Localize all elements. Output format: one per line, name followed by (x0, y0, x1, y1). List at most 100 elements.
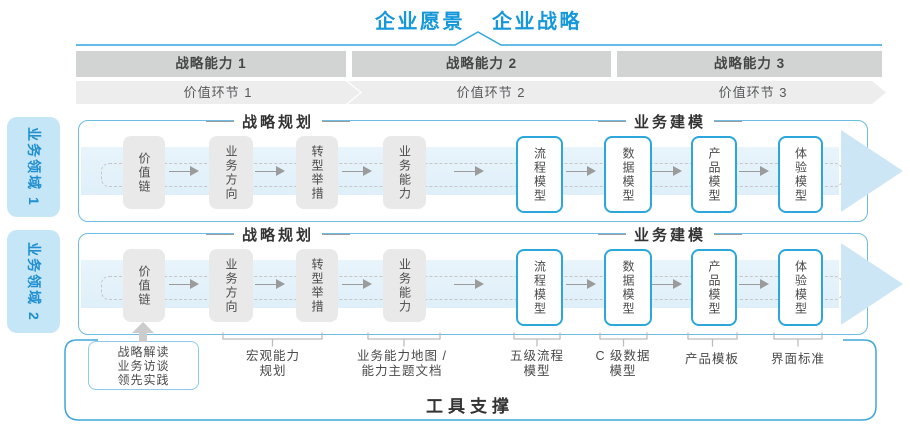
right-arrow-icon (739, 166, 769, 176)
header-line-icon (322, 120, 351, 122)
header-line-icon (206, 120, 234, 122)
section-header-text: 战略规划 (234, 110, 323, 132)
annotation-line: 产品模板 (684, 352, 739, 366)
section-header-text: 业务建模 (626, 223, 715, 245)
right-arrow-icon (255, 166, 285, 176)
right-arrow-icon (566, 279, 596, 289)
annotation-ui-standard: 界面标准 (733, 352, 863, 367)
capability-bar-1: 战略能力 1 (76, 51, 346, 77)
flow-box-product-model: 产品模型 (691, 249, 737, 326)
annotation-l5-process-model: 五级流程 模型 (472, 349, 602, 379)
annotation-macro-capability-planning: 宏观能力 规划 (208, 349, 338, 379)
flow-box-business-direction: 业务方向 (209, 249, 253, 322)
flow-box-transformation-initiatives: 转型举措 (296, 136, 338, 209)
annotation-line: 界面标准 (770, 352, 825, 366)
section-header-text: 业务建模 (626, 110, 715, 132)
annotation-line: 五级流程 (509, 349, 564, 363)
right-arrow-icon (454, 166, 484, 176)
header-line-icon (714, 120, 743, 122)
value-chevron-3: 价值环节 3 (620, 81, 886, 104)
section-header-text: 战略规划 (234, 223, 323, 245)
domain-label-2-text: 业务领域 2 (25, 241, 42, 322)
flow-box-data-model: 数据模型 (604, 136, 652, 213)
section-header-strategic-planning: 战略规划 (206, 223, 351, 245)
right-arrow-icon (255, 279, 285, 289)
right-arrow-icon (652, 166, 682, 176)
annotation-line: 宏观能力 (245, 349, 300, 363)
annotation-c-level-data-model: C 级数据 模型 (558, 349, 688, 379)
strategy-title: 企业战略 (492, 11, 582, 33)
flow-box-label: 体验模型 (793, 259, 808, 316)
flow-row-domain-1: 战略规划 业务建模 价值链 业务方向 转型举措 业务能力 流程模型 数据模型 产… (78, 110, 903, 222)
flow-box-label: 转型举措 (310, 144, 324, 201)
flow-box-value-chain: 价值链 (123, 249, 165, 322)
flow-box-transformation-initiatives: 转型举措 (296, 249, 338, 322)
right-arrow-icon (739, 279, 769, 289)
right-arrow-icon (454, 279, 484, 289)
section-header-business-modeling: 业务建模 (598, 223, 743, 245)
domain-label-1: 业务领域 1 (7, 117, 60, 217)
value-chevron-1: 价值环节 1 (76, 81, 360, 104)
annotation-capability-map: 业务能力地图 / 能力主题文档 (337, 349, 467, 379)
up-arrow-icon (132, 322, 154, 342)
flow-box-label: 数据模型 (621, 146, 635, 203)
header-line-icon (598, 233, 626, 235)
right-arrow-icon (342, 279, 372, 289)
flow-box-label: 价值链 (137, 264, 151, 307)
domain-label-1-text: 业务领域 1 (25, 127, 42, 207)
annotation-line: C 级数据 (595, 349, 651, 363)
flow-box-business-capability: 业务能力 (383, 136, 426, 209)
right-arrow-icon (169, 279, 199, 289)
page-title: 企业愿景 企业战略 (375, 5, 582, 34)
annotation-line: 业务访谈 (117, 358, 170, 373)
tool-support-container (64, 339, 877, 421)
vision-title: 企业愿景 (375, 11, 465, 33)
capability-bar-3: 战略能力 3 (617, 51, 882, 77)
annotation-line: 能力主题文档 (361, 364, 443, 378)
right-arrow-icon (652, 279, 682, 289)
header-line-icon (714, 233, 743, 235)
flow-box-label: 产品模型 (707, 259, 721, 316)
tool-support-label: 工具支撑 (426, 397, 514, 416)
header-line-icon (206, 233, 234, 235)
flow-box-process-model: 流程模型 (516, 136, 563, 213)
bracket-lines-icon (222, 332, 823, 347)
flow-box-data-model: 数据模型 (604, 249, 652, 326)
flow-box-label: 业务方向 (224, 144, 238, 201)
flow-box-business-capability: 业务能力 (383, 249, 426, 322)
annotation-line: 领先实践 (117, 372, 170, 387)
annotation-strategy-interpretation: 战略解读 业务访谈 领先实践 (88, 341, 199, 390)
arrowhead-icon (841, 243, 903, 325)
flow-box-experience-model: 体验模型 (778, 136, 823, 213)
flow-row-domain-2: 战略规划 业务建模 价值链 业务方向 转型举措 业务能力 流程模型 数据模型 产… (78, 223, 903, 335)
annotation-line: 战略解读 (117, 344, 170, 359)
flow-box-label: 产品模型 (707, 146, 721, 203)
flow-box-label: 流程模型 (532, 146, 547, 203)
flow-box-business-direction: 业务方向 (209, 136, 253, 209)
capability-bar-2: 战略能力 2 (352, 51, 611, 77)
flow-box-label: 体验模型 (793, 146, 808, 203)
flow-box-label: 转型举措 (310, 257, 324, 314)
annotation-line: 业务能力地图 / (357, 349, 447, 363)
value-chevron-2: 价值环节 2 (348, 81, 634, 104)
flow-box-label: 业务方向 (224, 257, 238, 314)
section-header-strategic-planning: 战略规划 (206, 110, 351, 132)
flow-box-product-model: 产品模型 (691, 136, 737, 213)
domain-label-2: 业务领域 2 (7, 230, 60, 333)
flow-box-label: 价值链 (137, 151, 151, 194)
header-line-icon (322, 233, 351, 235)
section-header-business-modeling: 业务建模 (598, 110, 743, 132)
right-arrow-icon (566, 166, 596, 176)
annotation-line: 模型 (523, 364, 551, 378)
annotation-line: 规划 (259, 364, 287, 378)
flow-box-label: 数据模型 (621, 259, 635, 316)
flow-box-process-model: 流程模型 (516, 249, 563, 326)
flow-box-label: 流程模型 (532, 259, 547, 316)
arrowhead-icon (841, 130, 903, 212)
flow-box-label: 业务能力 (397, 257, 412, 314)
flow-box-experience-model: 体验模型 (778, 249, 823, 326)
flow-box-label: 业务能力 (397, 144, 412, 201)
annotation-line: 模型 (609, 364, 637, 378)
caret-line-icon (76, 31, 882, 46)
right-arrow-icon (342, 166, 372, 176)
